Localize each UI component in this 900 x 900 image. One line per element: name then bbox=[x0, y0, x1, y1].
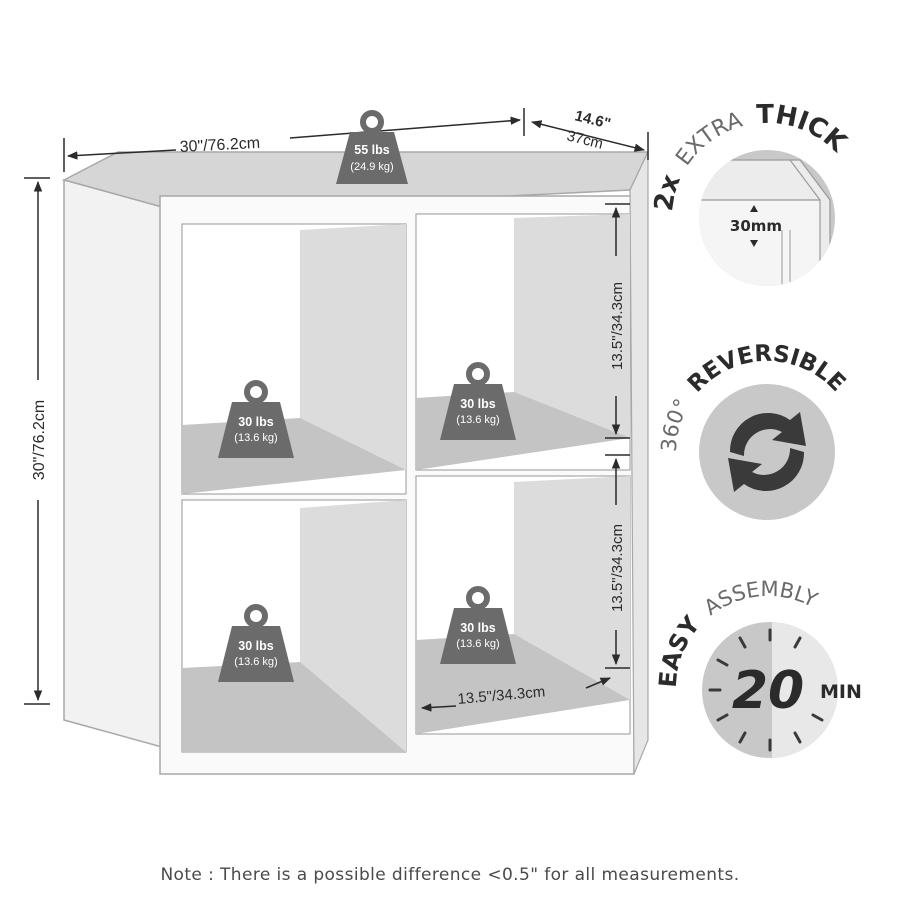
badge-assembly-light: ASSEMBLY bbox=[700, 577, 821, 620]
badge-easy-assembly: EASY ASSEMBLY 20 MIN bbox=[654, 577, 862, 758]
timer-ticks bbox=[708, 628, 824, 752]
cube-height-top-dimension: 13.5"/34.3cm bbox=[605, 203, 630, 439]
badge-extra-thick: 2x EXTRA THICK 30mm bbox=[649, 100, 853, 286]
rotate-arrows-icon bbox=[728, 412, 806, 492]
cube-shelf bbox=[61, 151, 650, 775]
weight-cube-top-left-kg: (13.6 kg) bbox=[234, 432, 277, 444]
width-label: 30"/76.2cm bbox=[179, 135, 260, 156]
weight-top-lbs: 55 lbs bbox=[354, 143, 389, 157]
badge-assembly-number: 20 bbox=[732, 661, 804, 721]
weight-cube-top-right-lbs: 30 lbs bbox=[460, 397, 495, 411]
badge-thick-bold1: 2x bbox=[649, 170, 687, 213]
weight-icon-cube-bottom-right: 30 lbs (13.6 kg) bbox=[440, 586, 516, 664]
depth-cm-label: 37cm bbox=[565, 127, 605, 152]
cube-top-left bbox=[181, 223, 407, 495]
height-label: 30"/76.2cm bbox=[31, 400, 48, 480]
badge-assembly-bold: EASY bbox=[654, 610, 706, 688]
weight-icon-cube-bottom-left: 30 lbs (13.6 kg) bbox=[218, 604, 294, 682]
weight-cube-bottom-left-kg: (13.6 kg) bbox=[234, 656, 277, 668]
width-dimension: 30"/76.2cm bbox=[63, 108, 525, 172]
weight-icon-top: 55 lbs (24.9 kg) bbox=[336, 110, 408, 184]
weight-cube-top-right-kg: (13.6 kg) bbox=[456, 414, 499, 426]
cube-bottom-left bbox=[181, 499, 407, 753]
cube-height-top-label: 13.5"/34.3cm bbox=[609, 282, 626, 370]
badge-reversible-light: 360° bbox=[657, 395, 694, 453]
weight-icon-cube-top-right: 30 lbs (13.6 kg) bbox=[440, 362, 516, 440]
height-dimension: 30"/76.2cm bbox=[24, 177, 50, 705]
weight-cube-bottom-right-kg: (13.6 kg) bbox=[456, 638, 499, 650]
cube-height-bottom-label: 13.5"/34.3cm bbox=[609, 524, 626, 612]
cube-height-bottom-dimension: 13.5"/34.3cm bbox=[605, 454, 630, 669]
weight-cube-bottom-right-lbs: 30 lbs bbox=[460, 621, 495, 635]
weight-cube-top-left-lbs: 30 lbs bbox=[238, 415, 273, 429]
measurement-note: Note : There is a possible difference <0… bbox=[160, 865, 740, 885]
weight-icon-cube-top-left: 30 lbs (13.6 kg) bbox=[218, 380, 294, 458]
badge-reversible: 360° REVERSIBLE bbox=[657, 341, 850, 520]
weight-cube-bottom-left-lbs: 30 lbs bbox=[238, 639, 273, 653]
badge-thick-value: 30mm bbox=[730, 217, 782, 235]
weight-top-kg: (24.9 kg) bbox=[350, 161, 393, 173]
badge-assembly-unit: MIN bbox=[820, 681, 862, 703]
badge-thick-bold2: THICK bbox=[756, 100, 853, 159]
